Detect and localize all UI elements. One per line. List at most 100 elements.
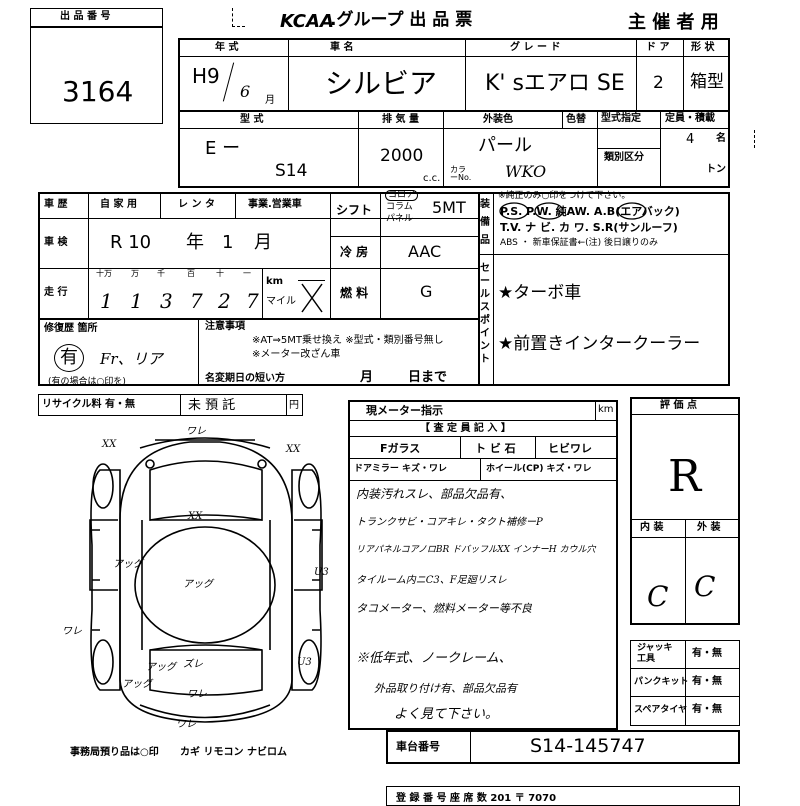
shape: 箱型: [690, 72, 724, 92]
wheel-label: ホイール(CP) キズ・ワレ: [486, 464, 592, 474]
vehicle-info-table: [178, 38, 730, 188]
comment-line: タイルーム内ニC3、F足廻リスレ: [356, 575, 507, 586]
shift-label: シフト: [336, 203, 373, 217]
damage-mark: XX: [188, 511, 203, 522]
year-label: 年 式: [215, 42, 239, 53]
history-label: 車 歴: [44, 199, 68, 210]
damage-mark: XX: [102, 439, 117, 450]
business-label: 事業.営業車: [248, 199, 302, 210]
name-change-day: 日まで: [408, 370, 448, 385]
corner-mark: [742, 130, 755, 148]
displacement-label: 排 気 量: [382, 114, 419, 125]
digit-label: 千: [157, 269, 165, 278]
exterior-color-label: 外装色: [483, 114, 513, 125]
digit-label: 万: [131, 269, 139, 278]
damage-mark: XX: [286, 444, 301, 455]
recycle-status: 未 預 託: [188, 398, 236, 413]
notes-line2: ※メーター改ざん車: [252, 349, 341, 360]
mileage-label: 走 行: [44, 287, 68, 298]
footer-text: 登 録 番 号 座 席 数 201 〒 7070: [396, 793, 557, 804]
equipment-line1: P.S. P.W. 純AW. A.B(エアバック): [500, 205, 680, 218]
damage-mark: ズレ: [183, 659, 203, 670]
comment-line: 外品取り付け有、部品欠品有: [374, 682, 517, 695]
keys-note: 事務局預り品は○印: [70, 747, 159, 758]
type-prefix: E ー: [205, 138, 241, 159]
puncture-value: 有・無: [692, 676, 722, 687]
damage-mark: アッグ: [183, 579, 213, 590]
inspection-month-unit: 月: [254, 232, 272, 253]
interior-grade: C: [647, 580, 669, 613]
comment-line: トランクサビ・コアキレ・タクト補修ーP: [356, 517, 543, 528]
km-label: km: [266, 276, 284, 287]
name-change-label: 名変期日の短い方: [205, 373, 285, 384]
cc-unit: c.c.: [423, 173, 441, 184]
fuel-label: 燃 料: [340, 286, 369, 300]
doors-label: ド ア: [646, 42, 670, 53]
name-change-month: 月: [360, 370, 374, 385]
displacement: 2000: [380, 146, 424, 166]
f-glass-label: Fガラス: [380, 442, 421, 455]
evaluation-score: R: [668, 451, 702, 502]
equipment-line3: ABS ・ 新車保証書←(注) 後日譲りのみ: [500, 238, 659, 248]
recycle-box: [38, 394, 303, 416]
comment-line: ※低年式、ノークレーム、: [356, 651, 512, 666]
inspector-box: [348, 400, 618, 730]
month-unit: 月: [265, 95, 275, 106]
digit-label: 十万: [96, 269, 112, 278]
equipment-line2: T.V. ナ ビ. カ ワ. S.R(サンルーフ): [500, 221, 678, 234]
notes-label: 注意事項: [205, 321, 245, 332]
model-label: 車 名: [330, 42, 354, 53]
recycle-yen: 円: [289, 400, 299, 411]
year-month: 6: [240, 82, 251, 101]
damage-mark: ワレ: [187, 689, 207, 700]
appraiser-label: 【 査 定 員 記 入 】: [420, 423, 511, 434]
damage-mark: ワレ: [62, 626, 82, 637]
mileage-digit: 7: [246, 289, 259, 313]
doors: 2: [653, 73, 664, 93]
inspection-month: 1: [222, 232, 234, 253]
damage-mark: ワレ: [186, 426, 206, 437]
shift-value: 5MT: [432, 198, 466, 217]
chassis-label: 車台番号: [396, 740, 440, 753]
digit-label: 十: [216, 269, 224, 278]
type-designation-label: 型式指定: [601, 113, 641, 124]
recycle-label: リサイクル料 有・無: [42, 399, 135, 410]
equipment-note: ※純正のみ○印をつけて下さい。: [498, 191, 631, 201]
repair-note: (有の場合は○印を): [48, 377, 126, 387]
color-no: WKO: [505, 162, 547, 181]
digit-label: 一: [243, 269, 251, 278]
grade-label: グ レ ー ド: [510, 42, 561, 53]
comment-line: タコメーター、燃料メーター等不良: [356, 602, 532, 615]
title-brand: KCAA: [280, 11, 334, 32]
interior-label: 内 装: [640, 522, 664, 533]
mileage-digit: 1: [130, 289, 143, 313]
damage-mark: アッグ: [146, 662, 176, 673]
digit-label: 百: [187, 269, 195, 278]
score-label: 評 価 点: [660, 400, 697, 411]
shape-label: 形 状: [691, 42, 715, 53]
comment-line: 内装汚れスレ、部品欠品有、: [356, 487, 513, 501]
mile-label: マイル: [266, 296, 296, 307]
capacity-label: 定員・積載: [665, 113, 715, 124]
damage-mark: アッグ: [113, 559, 143, 570]
person-unit: 名: [716, 133, 726, 144]
exterior-color: パール: [478, 135, 532, 156]
type-code: S14: [275, 161, 308, 181]
repair-detail: Fr、リア: [100, 350, 163, 368]
comment-line: リアパネルコアノロBR ドバッフルXX インナーH カウル穴: [356, 545, 596, 555]
color-change-label: 色替: [566, 114, 586, 125]
chassis-box: [386, 730, 740, 764]
history-table: [38, 192, 730, 386]
mirror-label: ドアミラー キズ・ワレ: [354, 464, 447, 474]
jack-value: 有・無: [692, 648, 722, 659]
mileage-digit: 7: [190, 289, 203, 313]
repair-label: 修復歴 箇所: [44, 323, 98, 334]
puncture-label: パンクキット: [634, 677, 689, 687]
ac-label: 冷 房: [340, 245, 369, 259]
inspection-label: 車 検: [44, 237, 68, 248]
ton-unit: トン: [706, 164, 726, 175]
inspection-year-unit: 年: [186, 232, 204, 253]
shift-option: コロア: [385, 190, 419, 201]
color-no-label: カラーNo.: [450, 165, 472, 182]
shift-option: パネル: [386, 214, 414, 224]
